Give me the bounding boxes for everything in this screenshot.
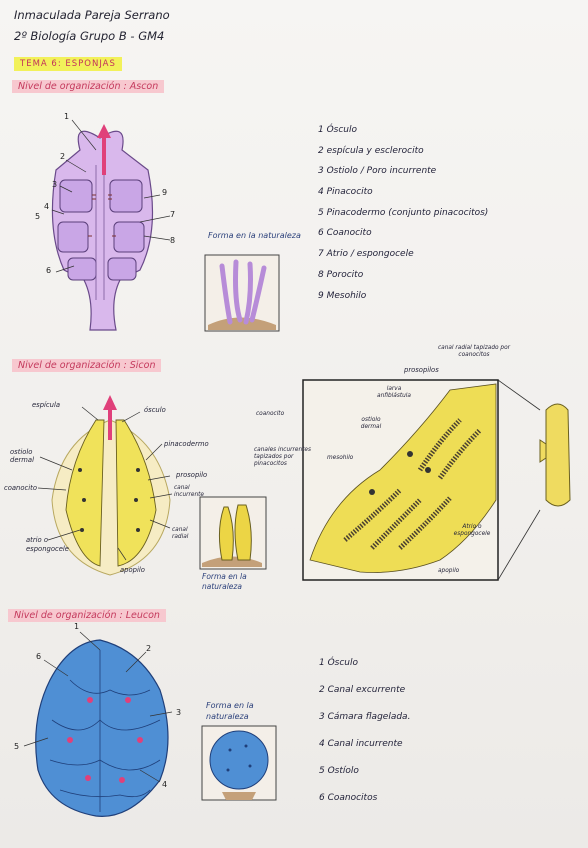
sicon-label-prosopilo: prosopilo bbox=[176, 471, 208, 479]
leucon-legend-item: 6 Coanocitos bbox=[319, 793, 378, 803]
leucon-nature-label: Forma en la naturaleza bbox=[206, 701, 254, 721]
leucon-num-5: 5 bbox=[14, 742, 20, 751]
course-line: 2º Biología Grupo B - GM4 bbox=[14, 29, 165, 43]
zoom-label-canal-radial: canal radial tapizado por coanocitos bbox=[437, 345, 511, 358]
zoom-label-apopilo: apopilo bbox=[438, 568, 460, 574]
ascon-nature-box bbox=[204, 254, 280, 332]
zoom-label-coanocito: coanocito bbox=[256, 411, 285, 417]
ascon-nature-label: Forma en la naturaleza bbox=[208, 231, 301, 240]
sicon-label-osculo: ósculo bbox=[144, 406, 166, 414]
ascon-legend-item: 3 Ostiolo / Poro incurrente bbox=[318, 166, 437, 177]
ascon-legend-item: 4 Pinacocito bbox=[318, 187, 373, 198]
sicon-label-espicula: espícula bbox=[32, 401, 61, 409]
ascon-legend-item: 6 Coanocito bbox=[318, 228, 372, 239]
ascon-num-8: 8 bbox=[170, 236, 176, 245]
ascon-num-4: 4 bbox=[44, 202, 50, 211]
leucon-num-3: 3 bbox=[176, 708, 182, 717]
leucon-legend-item: 2 Canal excurrente bbox=[319, 685, 406, 695]
topic-badge: TEMA 6: ESPONJAS bbox=[14, 57, 122, 71]
zoom-label-ostiolo: ostiolo dermal bbox=[360, 417, 382, 430]
leucon-legend-item: 1 Ósculo bbox=[319, 658, 359, 668]
ascon-num-1: 1 bbox=[64, 112, 70, 121]
sicon-heading: Nivel de organización : Sicon bbox=[12, 359, 162, 372]
ascon-nature-text: Forma en la naturaleza bbox=[208, 231, 301, 240]
leucon-nature-box bbox=[201, 725, 277, 801]
sicon-label-atrio: atrio o espongocele bbox=[26, 536, 69, 553]
sicon-label-pinacodermo: pinacodermo bbox=[164, 440, 209, 448]
ascon-num-7: 7 bbox=[170, 210, 176, 219]
zoom-label-mesohilo: mesohilo bbox=[327, 455, 354, 461]
sicon-label-coanocito: coanocito bbox=[4, 484, 37, 492]
zoom-label-canales-incurrentes: canales incurrentes tapizados por pinaco… bbox=[254, 447, 312, 467]
sicon-zoom-detail bbox=[302, 379, 571, 581]
leucon-num-1: 1 bbox=[74, 622, 80, 631]
ascon-num-9: 9 bbox=[162, 188, 168, 197]
zoom-label-atrio: Atrio o espongocele bbox=[453, 524, 491, 537]
ascon-legend-item: 2 espícula y esclerocito bbox=[318, 145, 424, 156]
ascon-num-2: 2 bbox=[60, 152, 66, 161]
sicon-diagram bbox=[37, 395, 173, 576]
zoom-label-prosopilos: prosopilos bbox=[404, 366, 439, 374]
ascon-legend-item: 9 Mesohilo bbox=[318, 290, 367, 301]
zoom-label-larva: larva anfiblástula bbox=[377, 386, 411, 399]
ascon-diagram bbox=[51, 119, 171, 331]
sicon-label-ostiolo: ostiolo dermal bbox=[10, 448, 34, 464]
ascon-num-5: 5 bbox=[35, 212, 41, 221]
sicon-label-canal-radial: canal radial bbox=[172, 527, 189, 540]
leucon-legend: 1 Ósculo 2 Canal excurrente 3 Cámara fla… bbox=[319, 650, 410, 812]
author-name: Inmaculada Pareja Serrano bbox=[14, 8, 170, 22]
leucon-legend-item: 5 Ostíolo bbox=[319, 766, 359, 776]
ascon-legend-item: 8 Porocito bbox=[318, 269, 364, 280]
leucon-num-2: 2 bbox=[146, 644, 152, 653]
leucon-legend-item: 4 Canal incurrente bbox=[319, 739, 403, 749]
ascon-legend: 1 Ósculo 2 espícula y esclerocito 3 Osti… bbox=[318, 120, 488, 306]
ascon-legend-item: 7 Atrio / espongocele bbox=[318, 249, 414, 260]
sicon-nature-label: Forma en la naturaleza bbox=[202, 572, 247, 591]
sicon-label-canal-incurrente: canal incurrente bbox=[174, 485, 204, 498]
ascon-legend-item: 5 Pinacodermo (conjunto pinacocitos) bbox=[318, 207, 489, 218]
leucon-diagram bbox=[23, 631, 173, 817]
leucon-legend-item: 3 Cámara flagelada. bbox=[319, 712, 411, 722]
leucon-num-6: 6 bbox=[36, 652, 42, 661]
ascon-legend-item: 1 Ósculo bbox=[318, 125, 358, 135]
sicon-nature-box bbox=[199, 496, 267, 570]
leucon-num-4: 4 bbox=[162, 780, 168, 789]
ascon-heading: Nivel de organización : Ascon bbox=[12, 80, 165, 93]
sicon-label-apopilo: apopilo bbox=[120, 566, 145, 574]
leucon-heading: Nivel de organización : Leucon bbox=[8, 609, 166, 622]
ascon-num-6: 6 bbox=[46, 266, 52, 275]
ascon-num-3: 3 bbox=[52, 180, 58, 189]
